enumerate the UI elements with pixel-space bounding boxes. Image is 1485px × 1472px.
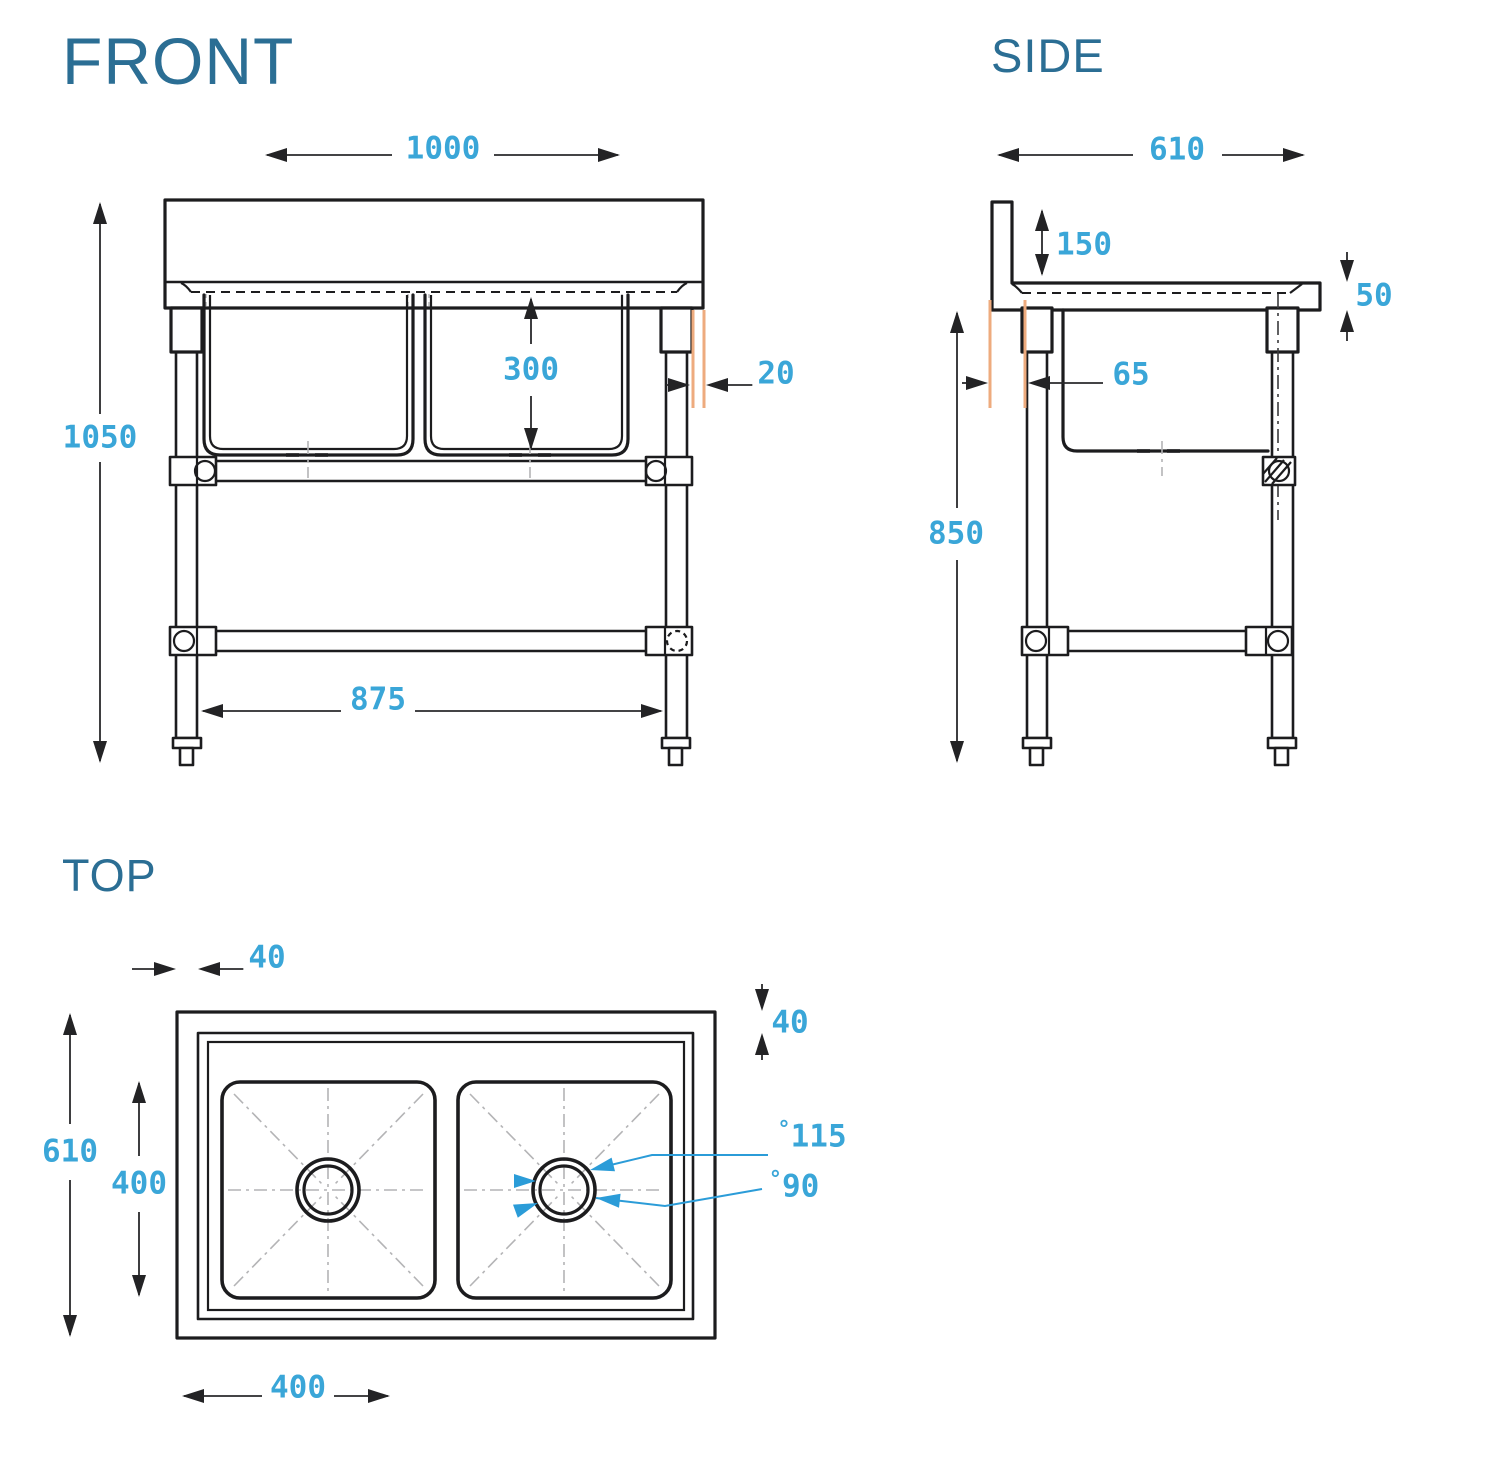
side-dim-depth xyxy=(997,148,1305,162)
dim-front-overall-width: 1000 xyxy=(400,131,486,167)
dim-side-leg-height: 850 xyxy=(923,516,989,552)
front-right-foot xyxy=(660,736,692,767)
side-upper-rail-clamp xyxy=(1261,455,1297,487)
side-bowl xyxy=(1061,308,1270,476)
front-right-leg xyxy=(664,350,689,740)
top-view-title: TOP xyxy=(62,850,157,901)
front-benchtop-band xyxy=(163,198,705,310)
front-right-bowl xyxy=(423,293,630,478)
side-view-title: SIDE xyxy=(991,29,1105,82)
front-right-leg-bracket xyxy=(659,306,694,354)
diameter-symbol: ° xyxy=(768,1167,782,1193)
label-drain-outer-dia: °115 xyxy=(772,1118,851,1155)
front-dim-overhang xyxy=(666,378,753,392)
diameter-symbol: ° xyxy=(777,1117,791,1143)
dim-front-overall-height: 1050 xyxy=(57,420,143,456)
front-left-foot xyxy=(171,736,203,767)
dim-top-bowl-width: 400 xyxy=(265,1370,331,1406)
top-left-bowl xyxy=(220,1080,437,1300)
dim-side-leg-setback: 65 xyxy=(1107,357,1155,393)
label-drain-inner-dia: °90 xyxy=(764,1168,825,1205)
side-setback-highlight-lines xyxy=(988,300,1027,408)
top-right-bowl xyxy=(456,1080,673,1300)
side-front-leg xyxy=(1025,350,1049,740)
side-benchtop-slab xyxy=(990,200,1322,312)
front-view-title: FRONT xyxy=(62,24,295,98)
front-dim-leg-spacing xyxy=(201,704,663,718)
dim-side-splashback-height: 150 xyxy=(1051,227,1117,263)
top-view-drawing xyxy=(63,962,769,1403)
dim-front-top-overhang: 20 xyxy=(752,356,800,392)
front-lower-rail xyxy=(168,625,694,657)
front-left-bowl xyxy=(202,293,415,478)
side-front-foot xyxy=(1021,736,1053,767)
front-left-leg xyxy=(174,350,199,740)
side-dim-setback xyxy=(962,376,1103,390)
drain-inner-value: 90 xyxy=(781,1168,820,1205)
front-left-leg-bracket xyxy=(169,306,204,354)
top-dim-depth xyxy=(63,1013,77,1337)
front-dim-width xyxy=(265,148,620,162)
front-dim-height xyxy=(93,202,107,763)
top-left-drain-inner xyxy=(302,1164,354,1216)
side-dim-leg-height xyxy=(950,311,964,763)
front-overhang-highlight-lines xyxy=(691,310,706,408)
front-dim-bowl-depth xyxy=(524,297,538,450)
drain-dia-leaders xyxy=(513,1154,768,1218)
side-view-drawing xyxy=(950,148,1354,767)
dim-front-leg-spacing: 875 xyxy=(345,682,411,718)
top-dim-bowl-width xyxy=(182,1389,390,1403)
dim-side-benchtop-thickness: 50 xyxy=(1350,278,1398,314)
dim-top-overall-depth: 610 xyxy=(37,1134,103,1170)
top-rim-outer xyxy=(196,1031,695,1321)
top-right-drain-inner xyxy=(538,1164,590,1216)
side-dim-top-thickness xyxy=(1340,252,1354,341)
front-view-drawing xyxy=(93,148,753,767)
dim-top-left-rim-inset: 40 xyxy=(243,940,291,976)
dim-top-bowl-depth: 400 xyxy=(106,1166,172,1202)
side-rear-leg xyxy=(1270,350,1295,740)
dim-top-top-rim-inset: 40 xyxy=(766,1005,814,1041)
front-upper-rail xyxy=(168,455,694,487)
side-front-leg-bracket xyxy=(1020,306,1054,354)
top-left-drain-outer xyxy=(295,1157,361,1223)
side-lower-rail xyxy=(1020,625,1294,657)
top-dim-bowl-depth xyxy=(132,1081,146,1297)
top-dim-top-inset xyxy=(755,984,769,1060)
dim-side-overall-depth: 610 xyxy=(1144,132,1210,168)
top-rim-inner xyxy=(206,1040,686,1312)
side-rear-foot xyxy=(1266,736,1298,767)
drain-outer-value: 115 xyxy=(790,1118,847,1155)
top-benchtop-outline xyxy=(175,1010,717,1340)
top-right-drain-outer xyxy=(531,1157,597,1223)
dim-front-bowl-depth: 300 xyxy=(498,352,564,388)
side-rear-leg-bracket xyxy=(1265,306,1300,354)
top-dim-left-inset xyxy=(132,962,246,976)
side-dim-splashback xyxy=(1035,209,1049,276)
